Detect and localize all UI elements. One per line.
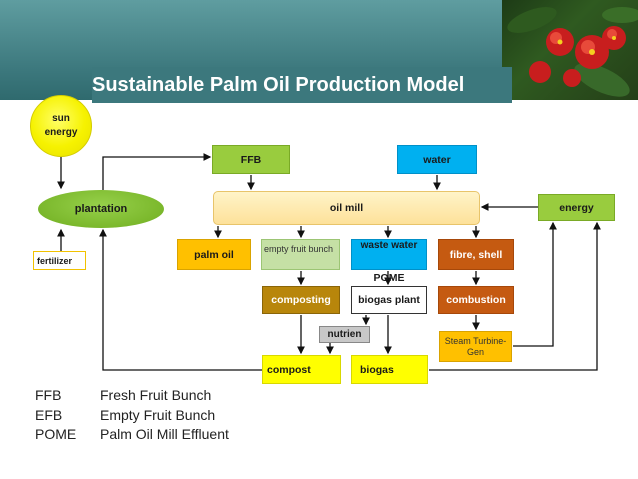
fertilizer-node: fertilizer [33,251,86,270]
plantation-node: plantation [38,190,164,228]
flower-photo [502,0,638,100]
page-title: Sustainable Palm Oil Production Model [92,67,512,103]
biogas-node: biogas [351,355,428,384]
legend-text: Palm Oil Mill Effluent [100,426,229,442]
combustion-node: combustion [438,286,514,314]
palm-oil-node: palm oil [177,239,251,270]
legend-row: EFB Empty Fruit Bunch [35,406,229,426]
legend-text: Fresh Fruit Bunch [100,387,212,403]
sun-energy-node: sun energy [30,95,92,157]
waste-water-node: waste water [351,239,427,270]
ffb-node: FFB [212,145,290,174]
legend-abbr: POME [35,426,77,442]
steam-turbine-node: Steam Turbine-Gen [439,331,512,362]
empty-fruit-bunch-node: empty fruit bunch [261,239,340,270]
pome-label: POME [373,272,405,284]
legend-abbr: FFB [35,387,62,403]
legend-abbr: EFB [35,406,63,423]
nutrien-node: nutrien [319,326,370,343]
biogas-plant-node: biogas plant [351,286,427,314]
legend-row: FFB Fresh Fruit Bunch [35,386,229,406]
composting-node: composting [262,286,340,314]
legend-text: Empty Fruit Bunch [100,406,216,423]
legend: FFB Fresh Fruit Bunch EFB Empty Fruit Bu… [35,386,229,445]
compost-node: compost [262,355,341,384]
legend-row: POME Palm Oil Mill Effluent [35,425,229,445]
energy-node: energy [538,194,615,221]
fibre-shell-node: fibre, shell [438,239,514,270]
oil-mill-node: oil mill [213,191,480,225]
water-node: water [397,145,477,174]
